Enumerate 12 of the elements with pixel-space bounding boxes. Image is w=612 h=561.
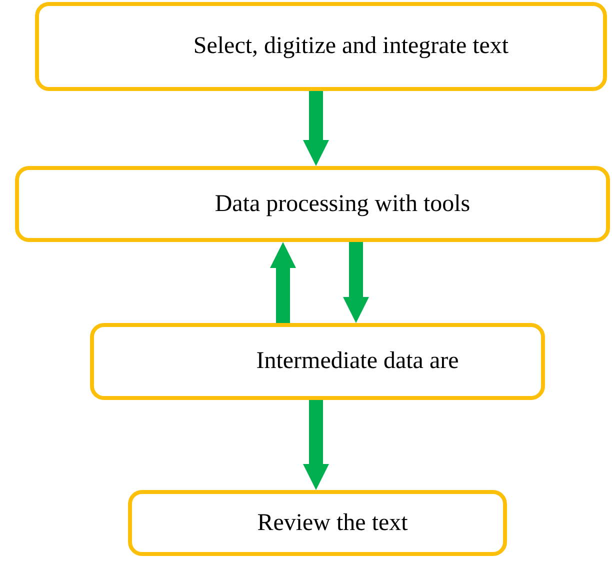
process-box bbox=[35, 2, 607, 91]
process-box bbox=[128, 490, 507, 556]
arrow bbox=[303, 400, 329, 490]
box-label: Select, digitize and integrate text bbox=[193, 33, 509, 60]
box-label: Review the text bbox=[257, 510, 408, 536]
process-box bbox=[15, 166, 610, 242]
arrow bbox=[270, 242, 296, 323]
arrow bbox=[303, 91, 329, 166]
box-label: Data processing with tools bbox=[214, 190, 470, 218]
box-label: Intermediate data are bbox=[256, 348, 459, 375]
process-box bbox=[90, 323, 545, 400]
arrow bbox=[343, 242, 369, 323]
